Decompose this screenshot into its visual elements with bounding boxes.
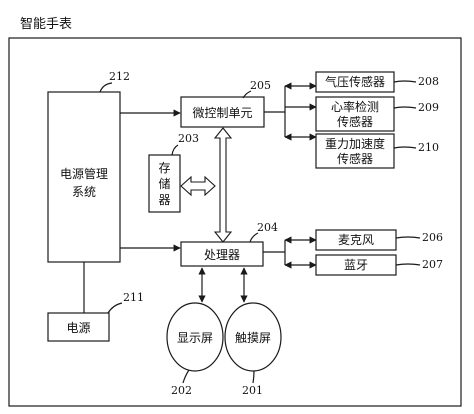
heart-rate-label-line2: 传感器 — [337, 114, 373, 129]
ref-206: 206 — [422, 231, 443, 244]
microphone-label: 麦克风 — [338, 233, 374, 247]
heart-rate-block — [315, 96, 395, 132]
gravity-sensor-block — [315, 133, 395, 169]
ref-205: 205 — [250, 79, 271, 92]
power-label: 电源 — [66, 321, 90, 335]
ref-211: 211 — [123, 291, 144, 304]
processor-block — [180, 241, 264, 267]
leader-202 — [182, 369, 190, 384]
gravity-label-line1: 重力加速度 — [325, 136, 385, 151]
ref-207: 207 — [422, 258, 443, 271]
storage-bus-double-arrow — [180, 175, 216, 197]
display-label: 显示屏 — [177, 331, 213, 345]
ref-208: 208 — [418, 75, 439, 88]
ref-212: 212 — [109, 70, 130, 83]
leader-203 — [171, 144, 179, 156]
bluetooth-label: 蓝牙 — [344, 258, 368, 272]
leader-210 — [393, 146, 417, 149]
barometer-label: 气压传感器 — [325, 74, 385, 89]
mcu-label: 微控制单元 — [192, 106, 252, 120]
display-block — [166, 302, 224, 372]
ref-201: 201 — [242, 384, 263, 397]
power-block — [47, 312, 110, 342]
heart-rate-label-line1: 心率检测 — [331, 99, 379, 114]
storage-label-char1: 存 — [158, 161, 170, 175]
diagram-title: 智能手表 — [20, 17, 72, 32]
leader-212 — [99, 82, 113, 93]
leader-205 — [242, 90, 252, 99]
mcu-processor-double-arrow — [213, 127, 233, 243]
gravity-label-line2: 传感器 — [337, 151, 373, 166]
power-management-label-line2: 系统 — [72, 185, 96, 199]
leader-208 — [393, 80, 417, 83]
leader-209 — [393, 106, 417, 109]
touch-screen-block — [224, 302, 282, 372]
leader-211 — [107, 302, 123, 314]
power-management-label-line1: 电源管理 — [60, 166, 108, 181]
storage-label-char2: 储 — [158, 176, 170, 191]
ref-210: 210 — [418, 141, 439, 154]
leader-204 — [249, 232, 259, 243]
ref-204: 204 — [257, 221, 278, 234]
touch-screen-label: 触摸屏 — [235, 331, 271, 345]
ref-209: 209 — [418, 101, 439, 114]
outer-frame — [8, 37, 462, 407]
processor-label-text: 处理器 — [204, 248, 240, 262]
ref-202: 202 — [171, 384, 192, 397]
ref-203: 203 — [178, 132, 199, 145]
storage-block — [148, 154, 181, 213]
storage-label-char3: 器 — [158, 193, 170, 207]
leader-201 — [252, 370, 255, 384]
leader-207 — [395, 263, 421, 266]
leader-206 — [395, 236, 421, 239]
